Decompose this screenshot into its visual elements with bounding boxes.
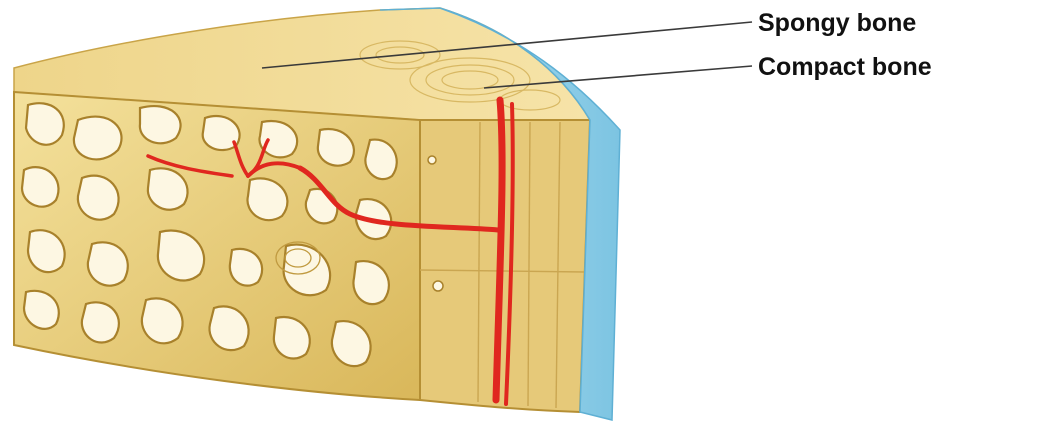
spongy-bone-region <box>14 92 420 400</box>
spongy-bone-label: Spongy bone <box>758 9 916 37</box>
compact-bone-label: Compact bone <box>758 53 932 81</box>
